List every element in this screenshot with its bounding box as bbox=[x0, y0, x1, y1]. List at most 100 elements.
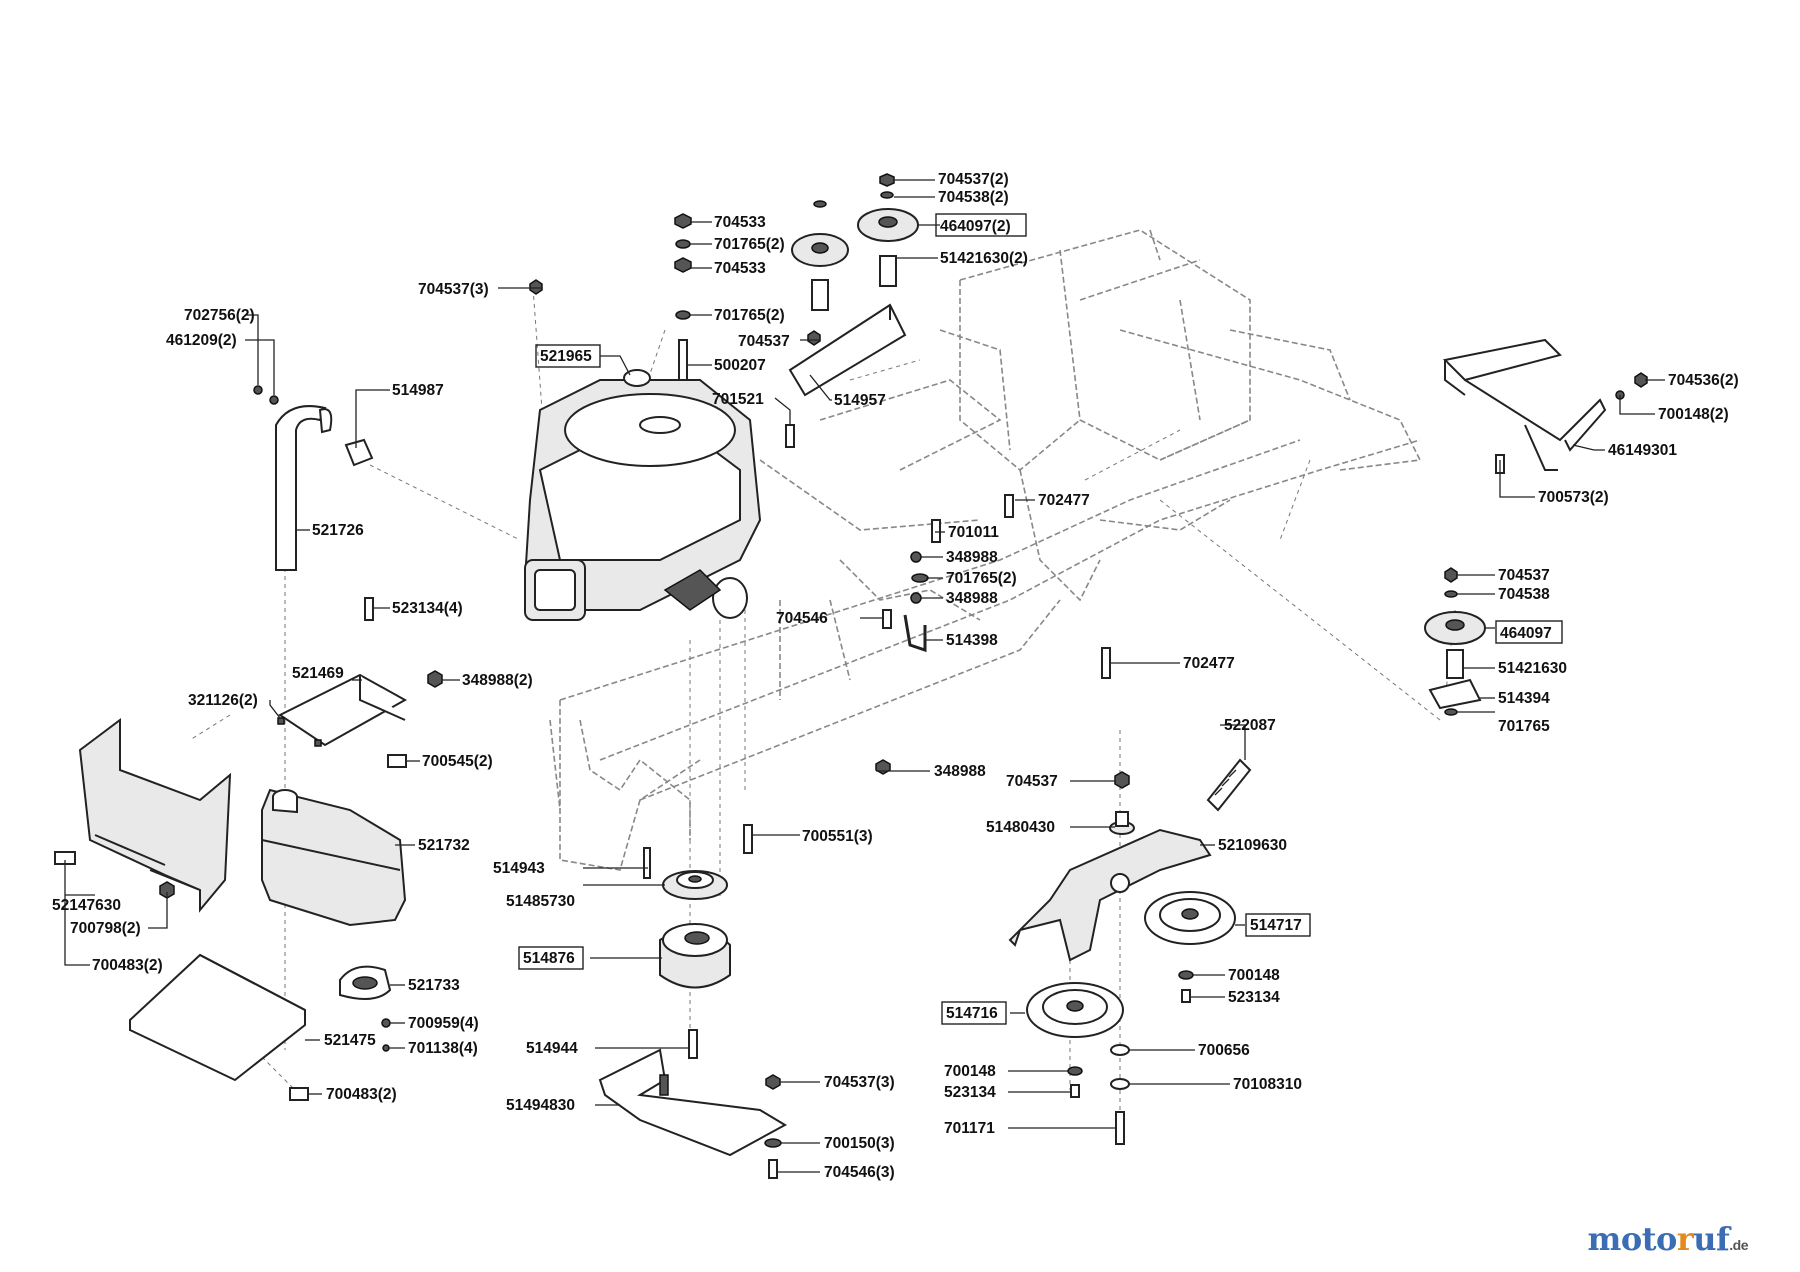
part-label: 514716 bbox=[946, 1005, 998, 1022]
part-label: 514943 bbox=[493, 860, 545, 877]
part-label: 321126(2) bbox=[188, 692, 258, 709]
part-label: 704538 bbox=[1498, 586, 1550, 603]
motoruf-logo: motoruf.de bbox=[1587, 1220, 1749, 1258]
part-label: 521475 bbox=[324, 1032, 376, 1049]
idler-bracket-top bbox=[788, 303, 907, 397]
part-label: 701765(2) bbox=[946, 570, 1017, 587]
part-label: 51421630 bbox=[1498, 660, 1567, 677]
key-514943 bbox=[643, 847, 651, 879]
part-label: 461209(2) bbox=[166, 332, 237, 349]
part-label: 704537(3) bbox=[418, 281, 489, 298]
part-label: 701765(2) bbox=[714, 307, 785, 324]
leader-lines bbox=[64, 179, 1665, 1173]
logo-suffix: .de bbox=[1729, 1237, 1748, 1253]
part-label: 704537(2) bbox=[938, 171, 1009, 188]
part-label: 701171 bbox=[944, 1120, 995, 1137]
part-label: 701138(4) bbox=[408, 1040, 478, 1057]
label-boxes bbox=[518, 213, 1563, 1025]
part-label: 500207 bbox=[714, 357, 766, 374]
muffler-bracket bbox=[277, 673, 408, 747]
part-label: 701765(2) bbox=[714, 236, 785, 253]
part-label: 51480430 bbox=[986, 819, 1055, 836]
logo-r: r bbox=[1676, 1220, 1694, 1258]
part-label: 700959(4) bbox=[408, 1015, 479, 1032]
pulley-top-right bbox=[857, 208, 919, 287]
right-pulley bbox=[1424, 611, 1486, 710]
bottom-plate bbox=[129, 953, 306, 1082]
part-label: 514876 bbox=[523, 950, 575, 967]
part-label: 704546 bbox=[776, 610, 828, 627]
logo-moto: moto bbox=[1587, 1220, 1678, 1258]
part-label: 523134(4) bbox=[392, 600, 463, 617]
muffler-clamp bbox=[339, 965, 392, 1000]
part-label: 51485730 bbox=[506, 893, 575, 910]
part-label: 523134 bbox=[944, 1084, 996, 1101]
part-label: 51494830 bbox=[506, 1097, 575, 1114]
part-label: 700656 bbox=[1198, 1042, 1250, 1059]
muffler bbox=[261, 788, 407, 927]
part-label: 704546(3) bbox=[824, 1164, 895, 1181]
part-label: 51421630(2) bbox=[940, 250, 1028, 267]
part-label: 704537(3) bbox=[824, 1074, 895, 1091]
part-label: 521726 bbox=[312, 522, 364, 539]
part-label: 701011 bbox=[948, 524, 999, 541]
part-label: 46149301 bbox=[1608, 442, 1677, 459]
part-labels: 704537(2) 704538(2) 464097(2) 51421630(2… bbox=[52, 171, 1739, 1181]
part-label: 514987 bbox=[392, 382, 444, 399]
part-label: 700150(3) bbox=[824, 1135, 895, 1152]
part-label: 700148 bbox=[944, 1063, 996, 1080]
part-label: 704537 bbox=[1006, 773, 1058, 790]
pulley-514717 bbox=[1144, 891, 1236, 945]
part-label: 700148(2) bbox=[1658, 406, 1729, 423]
part-label: 522087 bbox=[1224, 717, 1276, 734]
part-label: 514394 bbox=[1498, 690, 1550, 707]
part-label: 700483(2) bbox=[92, 957, 163, 974]
part-label: 52109630 bbox=[1218, 837, 1287, 854]
part-label: 514717 bbox=[1250, 917, 1302, 934]
part-label: 514957 bbox=[834, 392, 886, 409]
exhaust-pipe bbox=[253, 385, 374, 571]
part-label: 704533 bbox=[714, 214, 766, 231]
pulley-514716 bbox=[1026, 982, 1124, 1038]
part-label: 700573(2) bbox=[1538, 489, 1609, 506]
part-label: 348988(2) bbox=[462, 672, 533, 689]
part-label: 523134 bbox=[1228, 989, 1280, 1006]
hardware bbox=[54, 173, 1648, 1179]
part-label: 348988 bbox=[946, 590, 998, 607]
part-label: 700148 bbox=[1228, 967, 1280, 984]
tension-arm bbox=[1008, 828, 1212, 962]
part-label: 52147630 bbox=[52, 897, 121, 914]
part-label: 521469 bbox=[292, 665, 344, 682]
right-bracket bbox=[1442, 338, 1607, 471]
clutch-bracket bbox=[598, 1048, 788, 1157]
part-label: 702477 bbox=[1183, 655, 1235, 672]
engine bbox=[523, 369, 762, 621]
clutch-514876 bbox=[659, 923, 731, 989]
part-label: 701765 bbox=[1498, 718, 1550, 735]
part-label: 704537 bbox=[738, 333, 790, 350]
pulley-top-left bbox=[791, 233, 849, 311]
part-label: 702756(2) bbox=[184, 307, 255, 324]
part-label: 348988 bbox=[946, 549, 998, 566]
part-label: 702477 bbox=[1038, 492, 1090, 509]
tension-spring bbox=[1206, 758, 1252, 812]
part-label: 348988 bbox=[934, 763, 986, 780]
part-label: 464097 bbox=[1500, 625, 1552, 642]
part-label: 70108310 bbox=[1233, 1076, 1302, 1093]
part-label: 514944 bbox=[526, 1040, 578, 1057]
part-label: 704537 bbox=[1498, 567, 1550, 584]
part-label: 704536(2) bbox=[1668, 372, 1739, 389]
logo-uf: uf bbox=[1693, 1220, 1730, 1258]
part-label: 521965 bbox=[540, 348, 592, 365]
pulley-51485730 bbox=[662, 870, 728, 900]
part-label: 704533 bbox=[714, 260, 766, 277]
part-label: 700483(2) bbox=[326, 1086, 397, 1103]
part-label: 521732 bbox=[418, 837, 470, 854]
part-label: 700798(2) bbox=[70, 920, 141, 937]
part-label: 701521 bbox=[712, 391, 764, 408]
part-label: 700545(2) bbox=[422, 753, 493, 770]
part-label: 514398 bbox=[946, 632, 998, 649]
heat-shield bbox=[78, 718, 232, 913]
part-label: 464097(2) bbox=[940, 218, 1011, 235]
